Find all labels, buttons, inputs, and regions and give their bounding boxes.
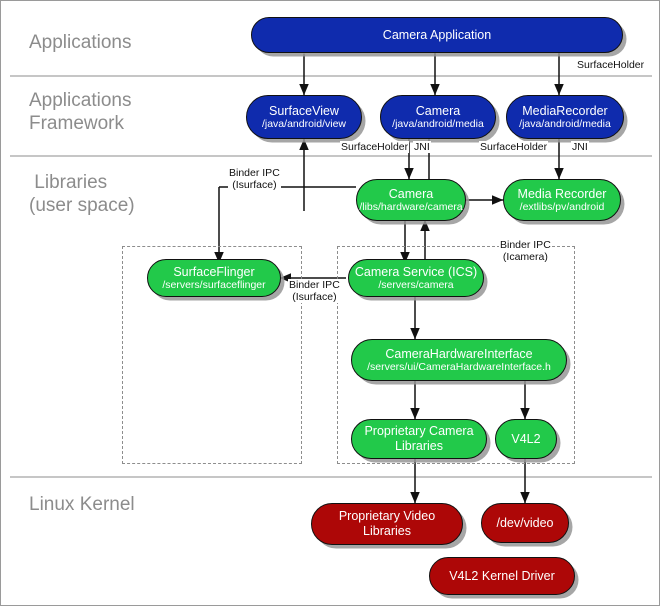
node-proprietary-video-libraries[interactable]: Proprietary Video Libraries <box>311 503 463 545</box>
node-proprietary-camera-libraries[interactable]: Proprietary Camera Libraries <box>351 419 487 459</box>
node-title: CameraHardwareInterface <box>385 347 533 361</box>
layer-label-applications-framework: Applications Framework <box>29 90 132 134</box>
node-media-recorder-lib[interactable]: Media Recorder /extlibs/pv/android <box>503 179 621 221</box>
edge-label-jni-camera: JNI <box>413 141 431 153</box>
node-title: Camera <box>415 104 461 118</box>
node-subtitle: /java/android/view <box>261 118 347 130</box>
node-title: MediaRecorder <box>522 104 608 118</box>
node-v4l2[interactable]: V4L2 <box>495 419 557 459</box>
node-camerahardwareinterface[interactable]: CameraHardwareInterface /servers/ui/Came… <box>351 339 567 381</box>
node-camera-lib[interactable]: Camera /libs/hardware/camera <box>356 179 466 221</box>
node-title: SurfaceView <box>269 104 339 118</box>
node-camera-java[interactable]: Camera /java/android/media <box>380 95 496 139</box>
layer-dividers <box>10 75 652 478</box>
node-title: V4L2 <box>511 432 541 446</box>
node-title: Media Recorder <box>517 187 607 201</box>
node-title: Camera Service (ICS) <box>354 265 478 279</box>
edge-label-surfaceholder-app: SurfaceHolder <box>576 59 646 71</box>
node-subtitle: /libs/hardware/camera <box>359 201 463 213</box>
node-subtitle: /servers/surfaceflinger <box>162 279 266 291</box>
edge-label-surfaceholder-media: SurfaceHolder <box>479 141 549 153</box>
node-camera-application[interactable]: Camera Application <box>251 17 623 53</box>
node-subtitle: /extlibs/pv/android <box>519 201 605 213</box>
node-subtitle: /servers/ui/CameraHardwareInterface.h <box>367 361 551 373</box>
node-dev-video[interactable]: /dev/video <box>481 503 569 543</box>
edge-label-binder-ipc-isurface-2: Binder IPC (Isurface) <box>288 279 341 303</box>
edge-label-binder-ipc-icamera: Binder IPC (Icamera) <box>499 239 552 263</box>
node-title: Camera Application <box>382 28 492 42</box>
node-title: Proprietary Video Libraries <box>338 509 436 538</box>
node-subtitle: /java/android/media <box>519 118 611 130</box>
node-surfaceview[interactable]: SurfaceView /java/android/view <box>246 95 362 139</box>
node-subtitle: /java/android/media <box>392 118 484 130</box>
node-title: V4L2 Kernel Driver <box>449 569 555 583</box>
node-mediarecorder-java[interactable]: MediaRecorder /java/android/media <box>506 95 624 139</box>
node-title: Proprietary Camera Libraries <box>364 424 474 453</box>
node-camera-service[interactable]: Camera Service (ICS) /servers/camera <box>348 259 484 297</box>
edge-label-jni-media: JNI <box>571 141 589 153</box>
node-title: SurfaceFlinger <box>173 265 255 279</box>
layer-label-applications: Applications <box>29 32 132 53</box>
layer-label-linux-kernel: Linux Kernel <box>29 494 135 515</box>
node-title: /dev/video <box>496 516 554 530</box>
layer-label-libraries: Libraries (user space) <box>29 172 135 216</box>
node-surfaceflinger[interactable]: SurfaceFlinger /servers/surfaceflinger <box>147 259 281 297</box>
node-subtitle: /servers/camera <box>378 279 454 291</box>
dashed-group-camera-stack <box>337 246 575 464</box>
dashed-group-surfaceflinger <box>122 246 302 464</box>
edge-label-surfaceholder-camera: SurfaceHolder <box>340 141 410 153</box>
node-title: Camera <box>388 187 434 201</box>
edge-label-binder-ipc-isurface-1: Binder IPC (Isurface) <box>228 167 281 191</box>
node-v4l2-kernel-driver[interactable]: V4L2 Kernel Driver <box>429 557 575 595</box>
